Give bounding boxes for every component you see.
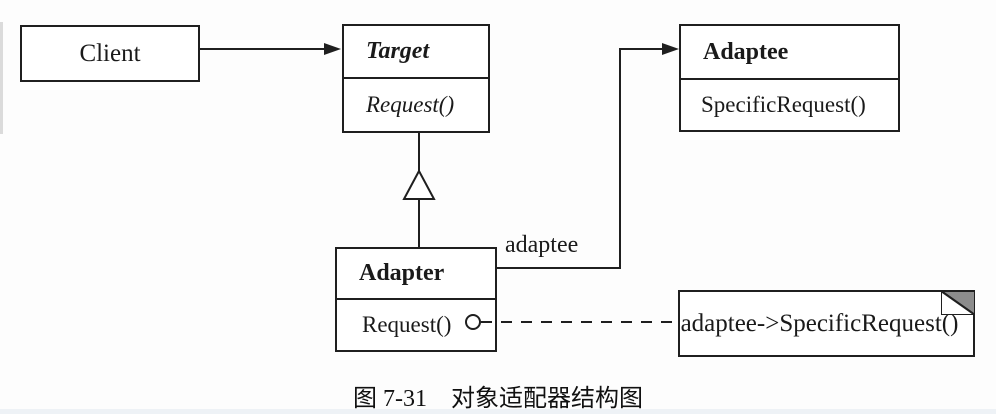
generalization-adapter-target xyxy=(402,131,436,247)
filled-arrowhead-icon xyxy=(662,43,679,55)
class-box-adaptee: Adaptee SpecificRequest() xyxy=(679,24,900,132)
class-box-adapter: Adapter Request() xyxy=(335,247,497,352)
class-name-adapter: Adapter xyxy=(337,249,495,300)
class-method-target-request: Request() xyxy=(366,92,455,117)
class-name-client: Client xyxy=(79,39,141,67)
class-name-adaptee: Adaptee xyxy=(681,26,898,80)
class-box-client: Client xyxy=(20,25,200,82)
figure-caption: 图 7-31 对象适配器结构图 xyxy=(353,386,643,412)
hollow-triangle-icon xyxy=(402,168,436,200)
capture-artifact xyxy=(0,22,3,134)
filled-arrowhead-icon xyxy=(324,43,341,55)
note-anchor-dependency xyxy=(465,314,678,330)
note-text: adaptee->SpecificRequest() xyxy=(680,309,959,337)
uml-note: adaptee->SpecificRequest() xyxy=(678,290,975,357)
class-name-target: Target xyxy=(344,26,488,79)
association-label-adaptee: adaptee xyxy=(505,232,579,258)
class-box-target: Target Request() xyxy=(342,24,490,133)
folded-corner-icon xyxy=(941,290,975,315)
class-method-adaptee-specificrequest: SpecificRequest() xyxy=(701,92,866,117)
capture-artifact-bottom xyxy=(0,409,996,414)
association-client-target xyxy=(200,43,341,55)
class-method-adapter-request: Request() xyxy=(362,312,452,337)
